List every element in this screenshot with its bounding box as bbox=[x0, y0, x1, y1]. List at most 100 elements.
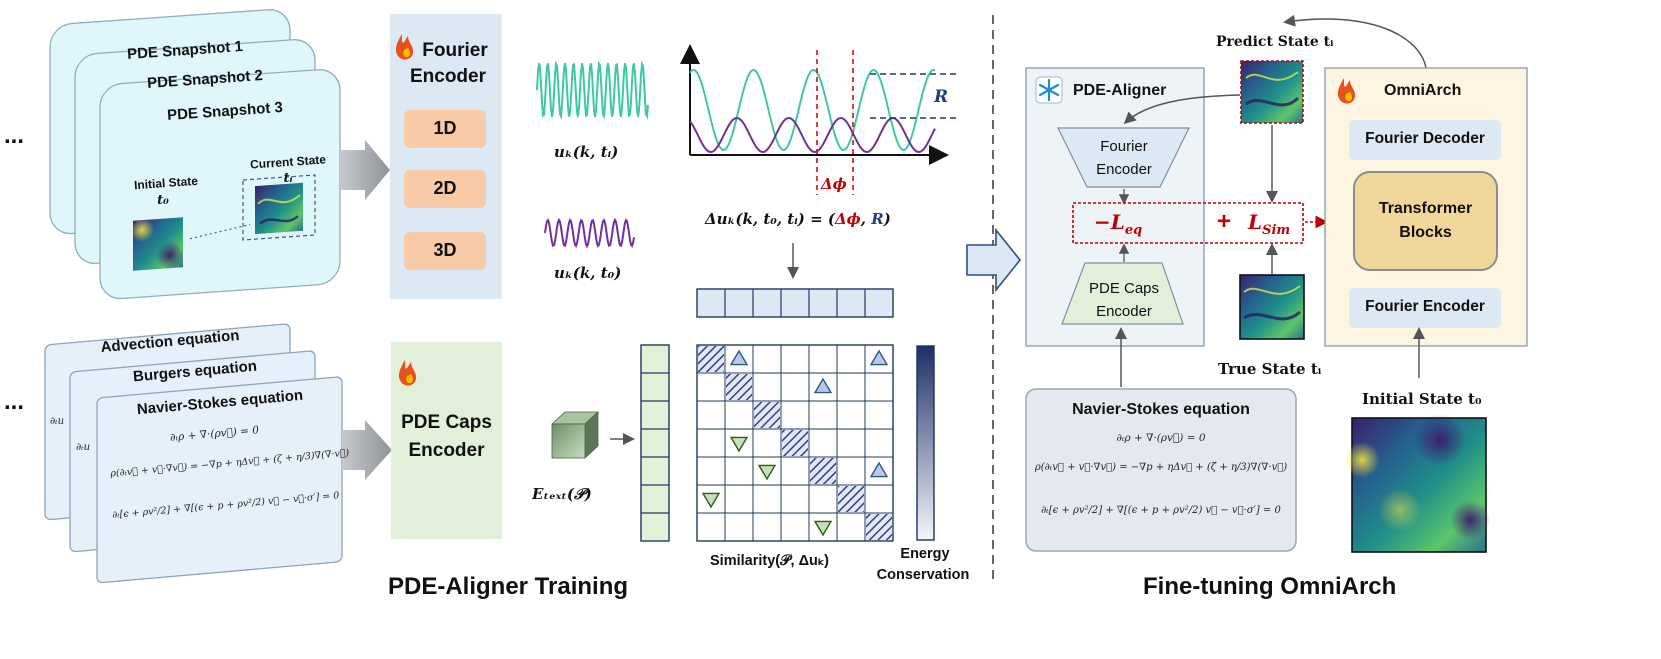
aligner-caps-label-2: Encoder bbox=[1096, 303, 1152, 320]
aligner-caps-encoder-trapezoid bbox=[1061, 262, 1184, 325]
plot-teal-curve bbox=[689, 68, 936, 152]
left-ellipsis-top: ... bbox=[4, 122, 25, 149]
aligner-title: PDE-Aligner bbox=[1073, 82, 1167, 99]
aligner-fourier-encoder-trapezoid bbox=[1057, 127, 1190, 188]
dim-1d-label: 1D bbox=[433, 118, 457, 138]
delta-formula-lhs: Δuₖ(k, t₀, tᵢ) = ( bbox=[705, 210, 835, 228]
stage-transition-arrow bbox=[966, 227, 1022, 293]
dim-2d-button bbox=[404, 170, 486, 208]
loss-box bbox=[1072, 202, 1304, 244]
similarity-matrix bbox=[696, 344, 894, 542]
delta-formula: Δuₖ(k, t₀, tᵢ) = (Δϕ, R) bbox=[705, 210, 891, 228]
section-title-right: Fine-tuning OmniArch bbox=[1143, 573, 1397, 600]
energy-label-2: Conservation bbox=[876, 567, 970, 583]
left-ellipsis-bottom: ... bbox=[4, 388, 25, 415]
delta-phi-label: Δϕ bbox=[821, 175, 847, 193]
energy-label-1: Energy bbox=[900, 546, 950, 562]
fourier-encoder-title-2: Encoder bbox=[409, 66, 487, 87]
delta-u-vector bbox=[696, 288, 894, 318]
matrix-down-triangle bbox=[701, 492, 721, 509]
aligner-caps-label-1: PDE Caps bbox=[1088, 280, 1160, 297]
predict-to-aligner-arrow bbox=[1123, 94, 1241, 125]
phase-plot bbox=[680, 44, 960, 195]
caps-encoder-title-2: Encoder bbox=[408, 440, 485, 461]
loss-eq: −Leq bbox=[1094, 210, 1142, 238]
matrix-diagonal-cell bbox=[754, 402, 780, 428]
loss-eq-main: −L bbox=[1094, 210, 1125, 234]
ns-panel-title: Navier-Stokes equation bbox=[1072, 401, 1250, 418]
fire-icon bbox=[395, 34, 414, 60]
true-state-image bbox=[1239, 274, 1305, 340]
loss-sim-sub: Sim bbox=[1262, 223, 1291, 238]
ns-panel-line-1: ∂ₜρ + ∇·(ρv⃗) = 0 bbox=[1116, 432, 1206, 444]
aligner-fourier-label-2: Encoder bbox=[1096, 161, 1152, 178]
matrix-diagonal-cell bbox=[726, 374, 752, 400]
loss-plus: + bbox=[1217, 208, 1232, 235]
matrix-up-triangle bbox=[869, 461, 889, 478]
delta-formula-phi: Δϕ bbox=[835, 210, 861, 228]
dim-3d-button bbox=[404, 232, 486, 270]
delta-formula-close: ) bbox=[883, 210, 891, 228]
matrix-down-triangle bbox=[813, 520, 833, 537]
text-embedding-label: Eₜₑₓₜ(𝒫) bbox=[532, 485, 592, 503]
fire-icon bbox=[398, 360, 417, 386]
matrix-up-triangle bbox=[869, 349, 889, 366]
initial-state-label-large: Initial State t₀ bbox=[1362, 390, 1482, 408]
cube-icon bbox=[550, 411, 600, 459]
initial-state-image bbox=[1344, 414, 1490, 553]
fourier-decoder-box bbox=[1349, 120, 1501, 160]
ns-panel-line-2: ρ(∂ₜv⃗ + v⃗·∇v⃗) = −∇p + ηΔv⃗ + (ζ + η/3… bbox=[1034, 462, 1288, 473]
delta-formula-comma: , bbox=[860, 210, 872, 228]
dim-3d-label: 3D bbox=[433, 240, 457, 260]
wave-ti-label: uₖ(k, tᵢ) bbox=[554, 143, 619, 161]
snowflake-icon bbox=[1035, 76, 1063, 104]
initial-field-thumbnail bbox=[130, 217, 184, 271]
equation-peek-1: ∂ₜu bbox=[50, 416, 65, 427]
fire-icon bbox=[1337, 78, 1356, 104]
fourier-encoder-title-1: Fourier bbox=[422, 40, 488, 61]
matrix-diagonal-cell bbox=[782, 430, 808, 456]
matrix-diagonal-cell bbox=[810, 458, 836, 484]
fourier-encoder-label: Fourier Encoder bbox=[1365, 298, 1485, 315]
matrix-down-triangle bbox=[757, 464, 777, 481]
purple-wave-t0 bbox=[544, 217, 635, 249]
equation-peek-2: ∂ₜu bbox=[76, 442, 91, 453]
delta-formula-r: R bbox=[871, 210, 884, 228]
fourier-decoder-label: Fourier Decoder bbox=[1365, 130, 1485, 147]
dim-2d-label: 2D bbox=[433, 178, 457, 198]
equation-to-caps-arrow bbox=[342, 420, 392, 480]
initial-state-sub: t₀ bbox=[157, 193, 169, 208]
current-state-sub: tᵢ bbox=[283, 171, 293, 186]
wave-t0-label: uₖ(k, t₀) bbox=[554, 264, 622, 282]
omniarch-title: OmniArch bbox=[1384, 82, 1462, 99]
similarity-label: Similarity(𝒫, Δuₖ) bbox=[710, 553, 829, 569]
energy-conservation-bar bbox=[916, 345, 935, 541]
predict-state-label: Predict State tᵢ bbox=[1216, 34, 1334, 50]
snapshot-dotted-link bbox=[189, 223, 251, 240]
ns-equation-panel bbox=[1025, 388, 1297, 552]
transformer-label-2: Blocks bbox=[1399, 224, 1452, 241]
section-title-left: PDE-Aligner Training bbox=[388, 573, 629, 600]
loss-sim: LSim bbox=[1248, 210, 1290, 238]
matrix-diagonal-cell bbox=[838, 486, 864, 512]
transformer-label-1: Transformer bbox=[1378, 200, 1473, 217]
fourier-encoder-box bbox=[1349, 288, 1501, 328]
matrix-up-triangle bbox=[729, 349, 749, 366]
loss-sim-main: L bbox=[1248, 210, 1263, 234]
teal-wave-ti bbox=[536, 60, 649, 120]
ns-panel-line-3: ∂ₜ[ϵ + ρv²/2] + ∇[(ϵ + p + ρv²/2) v⃗ − v… bbox=[1041, 505, 1281, 516]
text-vector bbox=[640, 344, 670, 542]
matrix-diagonal-cell bbox=[866, 514, 892, 540]
true-state-label: True State tᵢ bbox=[1218, 360, 1322, 378]
amplitude-label: R bbox=[934, 87, 949, 107]
current-field-thumbnail bbox=[242, 174, 316, 241]
equation-card-stack bbox=[44, 323, 343, 584]
caps-encoder-title-1: PDE Caps bbox=[401, 412, 492, 433]
omniarch-to-predict-arrow bbox=[1283, 14, 1427, 69]
snapshot-to-encoder-arrow bbox=[340, 140, 390, 200]
transformer-blocks-box bbox=[1353, 171, 1498, 271]
predicted-state-image bbox=[1240, 60, 1304, 124]
matrix-down-triangle bbox=[729, 436, 749, 453]
loss-eq-sub: eq bbox=[1124, 223, 1143, 238]
matrix-diagonal-cell bbox=[698, 346, 724, 372]
